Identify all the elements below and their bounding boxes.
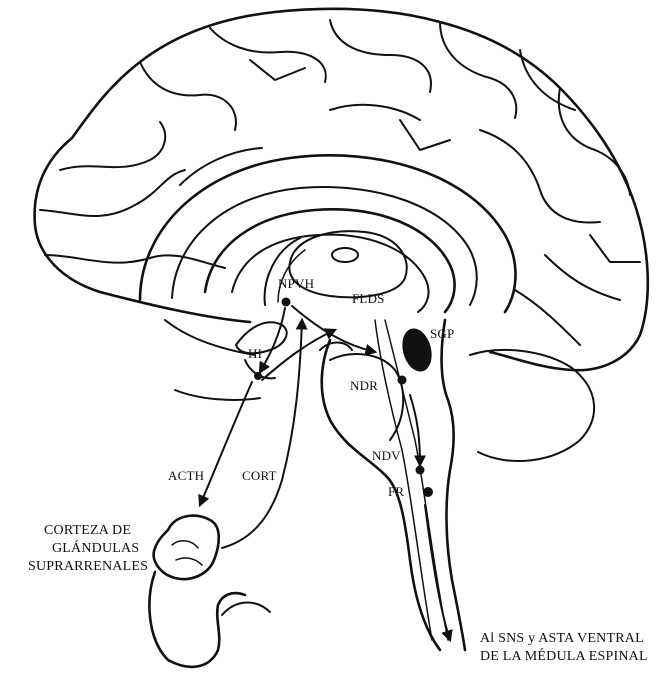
sulcus-1 xyxy=(60,122,165,170)
fornix xyxy=(265,238,300,305)
npvh-dot xyxy=(282,298,291,307)
fr-dot xyxy=(423,487,433,497)
sulcus-16 xyxy=(330,105,420,120)
adrenal-texture xyxy=(172,541,202,565)
sulcus-3 xyxy=(45,255,225,268)
sulcus-15 xyxy=(400,120,450,150)
brainstem-posterior xyxy=(442,320,465,650)
label-ndv: NDV xyxy=(372,448,401,463)
hi-dot xyxy=(254,372,262,380)
sulcus-4 xyxy=(140,62,236,130)
sulcus-14 xyxy=(515,290,580,345)
cingulate-inner xyxy=(172,187,477,305)
brainstem-anterior xyxy=(322,340,440,650)
mass-intermedia xyxy=(332,248,358,262)
sulcus-8 xyxy=(440,22,516,118)
sulcus-10 xyxy=(559,88,630,195)
sulcus-7 xyxy=(330,20,431,92)
label-acth: ACTH xyxy=(168,468,204,483)
label-ndr: NDR xyxy=(350,378,378,393)
label-npvh: NPVH xyxy=(278,276,314,291)
sulcus-6 xyxy=(250,60,305,80)
corpus-callosum-lower xyxy=(232,235,429,312)
label-adrenal-line2: GLÁNDULAS xyxy=(52,539,139,556)
label-cort: CORT xyxy=(242,468,277,483)
label-fr: FR xyxy=(388,484,404,499)
label-adrenal-line1: CORTEZA DE xyxy=(44,523,131,538)
cortex-outline xyxy=(35,9,648,370)
sulcus-12 xyxy=(590,235,640,262)
spinal-arrow-2 xyxy=(410,395,420,465)
npvh-to-brainstem-arrow xyxy=(292,306,375,352)
pons xyxy=(330,354,403,440)
label-hi: HI xyxy=(248,346,262,361)
label-flds: FLDS xyxy=(352,291,385,306)
kidney xyxy=(149,572,245,667)
label-output-line1: Al SNS y ASTA VENTRAL xyxy=(480,631,644,646)
npvh-to-pituitary-arrow xyxy=(260,308,285,372)
kidney-hilum xyxy=(222,603,270,615)
sulcus-9 xyxy=(520,50,575,110)
label-output-line2: DE LA MÉDULA ESPINAL xyxy=(480,647,648,664)
cerebellum-outline xyxy=(470,350,594,461)
adrenal-gland xyxy=(154,516,219,579)
ndv-dot xyxy=(416,466,425,475)
label-adrenal-line3: SUPRARRENALES xyxy=(28,559,148,574)
ndr-dot xyxy=(398,376,407,385)
sulcus-2 xyxy=(40,170,185,216)
label-sgp: SGP xyxy=(430,326,454,341)
